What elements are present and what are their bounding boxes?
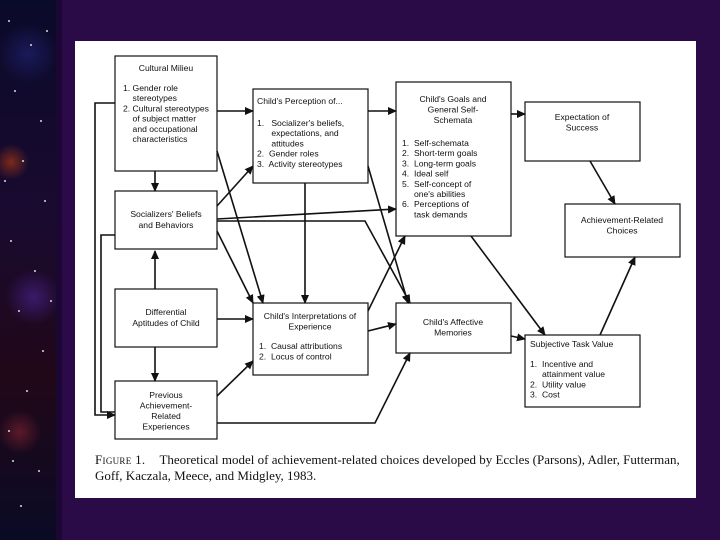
goals-list-text-line: 3. Long-term goals: [402, 158, 476, 168]
affective-text-line: Memories: [434, 328, 472, 338]
socializers-text-line: Socializers' Beliefs: [130, 209, 201, 219]
interpretations-list-text-line: 1. Causal attributions: [259, 341, 342, 351]
taskvalue-list-text-line: 1. Incentive and: [530, 359, 593, 369]
taskvalue-list-text-line: attainment value: [530, 369, 605, 379]
goals-text-line: General Self-: [428, 105, 479, 115]
aptitudes-text-line: Differential: [146, 307, 187, 317]
expectation-text-line: Expectation of: [555, 112, 610, 122]
perception-list-text-line: attitudes: [257, 138, 304, 148]
socializers-text-line: and Behaviors: [139, 220, 194, 230]
previous-text-line: Experiences: [142, 422, 189, 432]
caption-text: Theoretical model of achievement-related…: [95, 452, 680, 483]
interpretations-text-line: Child's Interpretations of: [264, 311, 357, 321]
choices-text-line: Achievement-Related: [581, 215, 663, 225]
box-previous-experiences: [114, 380, 218, 440]
taskvalue-list-text-line: 3. Cost: [530, 390, 560, 400]
box-subjective-task-value: [524, 334, 641, 408]
previous-text-line: Previous: [149, 390, 182, 400]
box-achievement-related-choices: [564, 203, 681, 258]
goals-text-line: Schemata: [434, 115, 473, 125]
goals-list-text-line: 2. Short-term goals: [402, 148, 477, 158]
perception-text-line: Child's Perception of...: [257, 96, 343, 106]
slide-border: [56, 0, 62, 540]
cultural-text-line: Cultural Milieu: [139, 63, 194, 73]
previous-text-line: Related: [151, 411, 181, 421]
box-childs-goals: [395, 81, 512, 237]
slide-figure: Cultural Milieu 1. Gender role stereotype…: [75, 41, 696, 498]
previous-text-line: Achievement-: [140, 401, 193, 411]
starfield-background: [0, 0, 56, 540]
interpretations-text-line: Experience: [289, 322, 332, 332]
perception-list-text-line: expectations, and: [257, 128, 339, 138]
goals-list-text-line: 6. Perceptions of: [402, 199, 469, 209]
taskvalue-text-line: Subjective Task Value: [530, 339, 614, 349]
box-childs-perception: [252, 88, 369, 184]
cultural-list-text-line: and occupational: [123, 124, 198, 134]
perception-list-text-line: 2. Gender roles: [257, 149, 319, 159]
box-socializers-beliefs: [114, 190, 218, 250]
goals-list-text-line: 5. Self-concept of: [402, 179, 472, 189]
cultural-list-text-line: of subject matter: [123, 114, 196, 124]
goals-list-text-line: one's abilities: [402, 189, 465, 199]
interpretations-list-text-line: 2. Locus of control: [259, 352, 332, 362]
aptitudes-text-line: Aptitudes of Child: [132, 318, 200, 328]
model-diagram: Cultural Milieu 1. Gender role stereotype…: [94, 55, 681, 440]
goals-list-text-line: 4. Ideal self: [402, 169, 449, 179]
diagram-arrows: [94, 102, 636, 424]
goals-list-text-line: task demands: [402, 209, 467, 219]
taskvalue-list-text-line: 2. Utility value: [530, 379, 586, 389]
box-expectation-of-success: [524, 101, 641, 162]
cultural-list-text-line: characteristics: [123, 134, 187, 144]
box-differential-aptitudes: [114, 288, 218, 348]
figure-caption: Figure 1.Theoretical model of achievemen…: [95, 452, 685, 484]
goals-list-text-line: 1. Self-schemata: [402, 138, 469, 148]
box-cultural-milieu: [114, 55, 218, 172]
affective-text-line: Child's Affective: [423, 317, 483, 327]
figure-label: Figure 1.: [95, 452, 146, 467]
perception-list-text-line: 3. Activity stereotypes: [257, 159, 343, 169]
expectation-text-line: Success: [566, 123, 598, 133]
goals-text-line: Child's Goals and: [419, 94, 486, 104]
box-childs-interpretations: [252, 302, 369, 376]
cultural-list-text-line: 2. Cultural stereotypes: [123, 103, 209, 113]
cultural-list-text-line: 1. Gender role: [123, 83, 178, 93]
perception-list-text-line: 1. Socializer's beliefs,: [257, 118, 344, 128]
choices-text-line: Choices: [606, 226, 637, 236]
cultural-list-text-line: stereotypes: [123, 93, 177, 103]
